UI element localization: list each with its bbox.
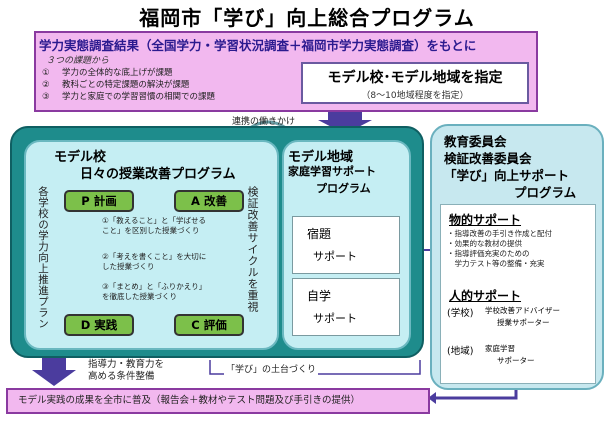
board-feedback-line bbox=[432, 390, 518, 400]
issue-text: 学力と家庭での学習習慣の相関での課題 bbox=[62, 92, 216, 102]
page-title: 福岡市「学び」向上総合プログラム bbox=[139, 6, 475, 30]
human-support-heading: 人的サポート bbox=[449, 289, 522, 303]
model-region-subtitle: 家庭学習サポート bbox=[288, 165, 376, 178]
homework-support-label: サポート bbox=[313, 250, 357, 263]
lesson-step: ①「教えること」と「学ばせること」を区別した授業づくり bbox=[102, 216, 206, 235]
guidance-label: 指導力・教育力を 高める条件整備 bbox=[88, 359, 164, 383]
human-support-tag: (学校) bbox=[447, 308, 474, 319]
guidance-label-line: 指導力・教育力を bbox=[88, 359, 165, 370]
material-item: ・指導改善の手引き作成と配付 bbox=[447, 229, 552, 238]
cooperation-label: 連携の働きかけ bbox=[232, 117, 296, 127]
issue-item: ① 学力の全体的な底上げが課題 bbox=[42, 66, 173, 78]
designation-box: モデル校･モデル地域を指定 （8～10地域程度を指定） bbox=[301, 62, 529, 104]
board-feedback-arrowhead bbox=[428, 392, 436, 404]
human-support-desc: 授業サポーター bbox=[497, 318, 550, 327]
selfstudy-support-box: 自学 サポート bbox=[292, 278, 400, 336]
material-item: ・指導評価充実のための bbox=[447, 249, 530, 258]
pdca-do: D 実践 bbox=[64, 314, 134, 336]
model-school-subtitle: 日々の授業改善プログラム bbox=[80, 167, 236, 182]
pdca-act: A 改善 bbox=[174, 190, 244, 212]
school-plan-vertical-text: 各学校の学力向上推進プラン bbox=[37, 186, 49, 329]
issue-number: ① bbox=[42, 68, 50, 78]
human-support-desc: 学校改善アドバイザー bbox=[485, 306, 560, 315]
issue-text: 教科ごとの特定課題の解決が課題 bbox=[62, 80, 190, 90]
material-item: 学力テスト等の整備・充実 bbox=[447, 259, 545, 268]
homework-support-box: 宿題 サポート bbox=[292, 216, 400, 274]
human-support-desc: 家庭学習 bbox=[485, 344, 515, 353]
designation-title: モデル校･モデル地域を指定 bbox=[327, 70, 503, 86]
down-arrow-left bbox=[32, 358, 76, 386]
dissemination-box: モデル実践の成果を全市に普及（報告会＋教材やテスト問題及び手引きの提供） bbox=[6, 388, 430, 414]
foundation-label: 「学び」の土台づくり bbox=[224, 362, 319, 375]
issues-label: ３つの課題から bbox=[46, 56, 110, 66]
issue-number: ② bbox=[42, 80, 50, 90]
pdca-plan: P 計画 bbox=[64, 190, 134, 212]
homework-label: 宿題 bbox=[307, 227, 332, 241]
lesson-step: ②「考えを書くこと」を大切にした授業づくり bbox=[102, 252, 207, 271]
survey-results-box: 学力実態調査結果（全国学力・学習状況調査＋福岡市学力実態調査）をもとに ３つの課… bbox=[34, 31, 538, 112]
selfstudy-label: 自学 bbox=[307, 289, 332, 303]
model-region-subtitle-2: プログラム bbox=[316, 182, 371, 195]
model-region-title: モデル地域 bbox=[288, 150, 354, 165]
human-support-desc: サポーター bbox=[497, 356, 535, 365]
board-subtitle-2: 「学び」向上サポート bbox=[444, 168, 570, 183]
guidance-label-line-2: 高める条件整備 bbox=[88, 371, 155, 382]
issue-number: ③ bbox=[42, 92, 50, 102]
material-item: ・効果的な教材の提供 bbox=[447, 239, 522, 248]
selfstudy-support-label: サポート bbox=[313, 312, 357, 325]
board-support-box: 物的サポート ・指導改善の手引き作成と配付 ・効果的な教材の提供 ・指導評価充実… bbox=[440, 204, 596, 384]
material-support-heading: 物的サポート bbox=[449, 213, 522, 227]
issue-item: ② 教科ごとの特定課題の解決が課題 bbox=[42, 78, 189, 90]
board-subtitle-3: プログラム bbox=[514, 185, 577, 200]
human-support-tag: (地域) bbox=[447, 346, 474, 357]
pdca-check: C 評価 bbox=[174, 314, 244, 336]
board-title: 教育委員会 bbox=[444, 134, 507, 149]
issue-item: ③ 学力と家庭での学習習慣の相関での課題 bbox=[42, 90, 215, 102]
lesson-step: ③「まとめ」と「ふりかえり」を徹底した授業づくり bbox=[102, 282, 207, 301]
model-school-title: モデル校 bbox=[54, 150, 107, 165]
board-subtitle: 検証改善委員会 bbox=[444, 151, 532, 166]
issue-text: 学力の全体的な底上げが課題 bbox=[62, 68, 173, 78]
cycle-vertical-text: 検証改善サイクルを重視 bbox=[246, 186, 259, 313]
down-arrow-main bbox=[318, 112, 372, 134]
survey-heading: 学力実態調査結果（全国学力・学習状況調査＋福岡市学力実態調査）をもとに bbox=[39, 38, 477, 53]
designation-subtitle: （8～10地域程度を指定） bbox=[361, 91, 469, 101]
